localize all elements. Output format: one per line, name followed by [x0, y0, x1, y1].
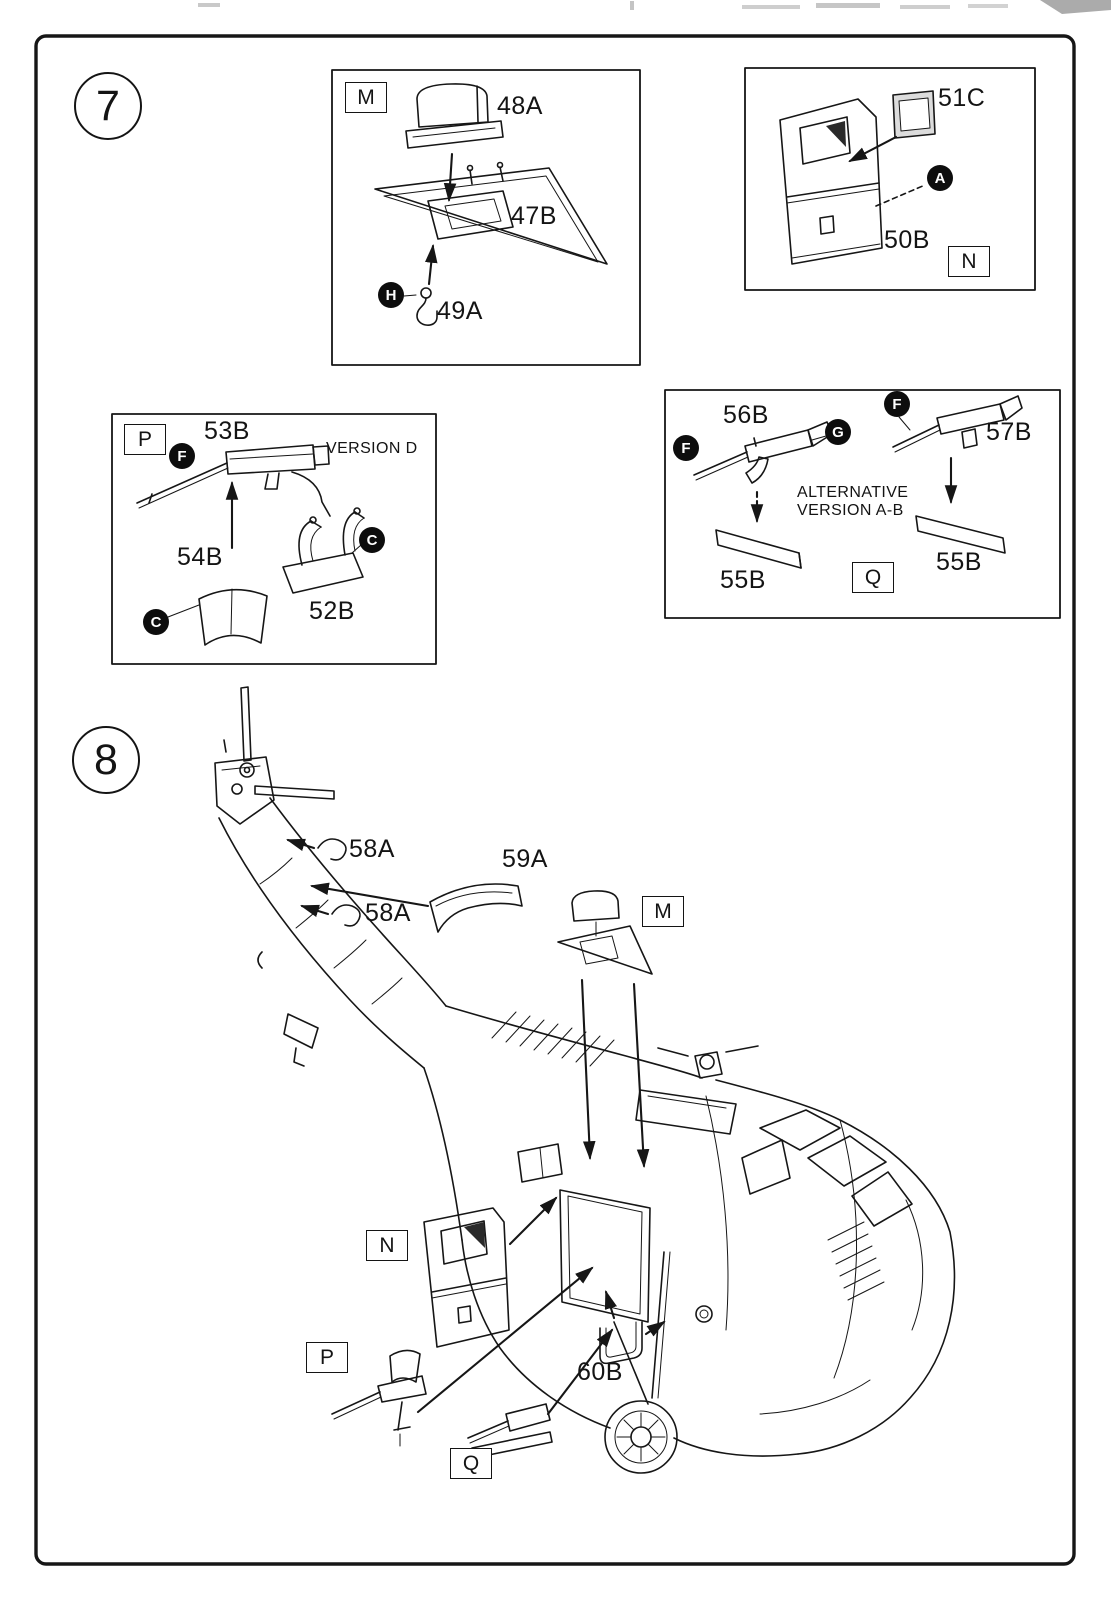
step7-boxes [111, 67, 1061, 665]
badge-c-right: C [359, 527, 385, 553]
alternative-note-line2: VERSION A-B [797, 502, 904, 519]
step8-parts-drawing [285, 838, 666, 1459]
part-label-56b: 56B [723, 401, 769, 429]
badge-f-53b: F [169, 443, 195, 469]
part-label-51c: 51C [938, 84, 986, 112]
step7-alternative-drawing [693, 395, 1023, 569]
version-d-note: VERSION D [326, 440, 418, 457]
step8-helicopter-drawing [214, 686, 956, 1474]
badge-f-56b: F [673, 435, 699, 461]
part-label-50b: 50B [884, 226, 930, 254]
assembly-ref-p-box-step7: P [124, 424, 166, 455]
assembly-ref-q-box-step7: Q [852, 562, 894, 593]
part-label-55b-left: 55B [720, 566, 766, 594]
badge-c-lower: C [143, 609, 169, 635]
part-label-54b: 54B [177, 543, 223, 571]
assembly-ref-m-box-step7: M [345, 82, 387, 113]
assembly-ref-q-box-step8: Q [450, 1448, 492, 1479]
part-label-55b-right: 55B [936, 548, 982, 576]
badge-f-57b: F [884, 391, 910, 417]
part-label-58a-upper: 58A [349, 835, 395, 863]
step-7-number: 7 [74, 72, 142, 140]
part-label-47b: 47B [511, 202, 557, 230]
part-label-58a-lower: 58A [365, 899, 411, 927]
step-8-number: 8 [72, 726, 140, 794]
badge-g: G [825, 419, 851, 445]
part-label-49a: 49A [437, 297, 483, 325]
part-label-57b: 57B [986, 418, 1032, 446]
badge-a: A [927, 165, 953, 191]
assembly-ref-n-box-step7: N [948, 246, 990, 277]
page-border [34, 34, 1076, 1566]
assembly-ref-m-box-step8: M [642, 896, 684, 927]
part-label-53b: 53B [204, 417, 250, 445]
part-label-52b: 52B [309, 597, 355, 625]
badge-h: H [378, 282, 404, 308]
step7-hoist-assembly-drawing [374, 83, 608, 326]
assembly-ref-n-box-step8: N [366, 1230, 408, 1261]
part-label-59a: 59A [502, 845, 548, 873]
step7-door-assembly-drawing [779, 90, 936, 265]
part-label-48a: 48A [497, 92, 543, 120]
step7-version-d-drawing [136, 444, 365, 646]
part-label-60b: 60B [577, 1358, 623, 1386]
alternative-note-line1: ALTERNATIVE [797, 484, 909, 501]
scan-artifacts [198, 0, 1111, 14]
assembly-ref-p-box-step8: P [306, 1342, 348, 1373]
